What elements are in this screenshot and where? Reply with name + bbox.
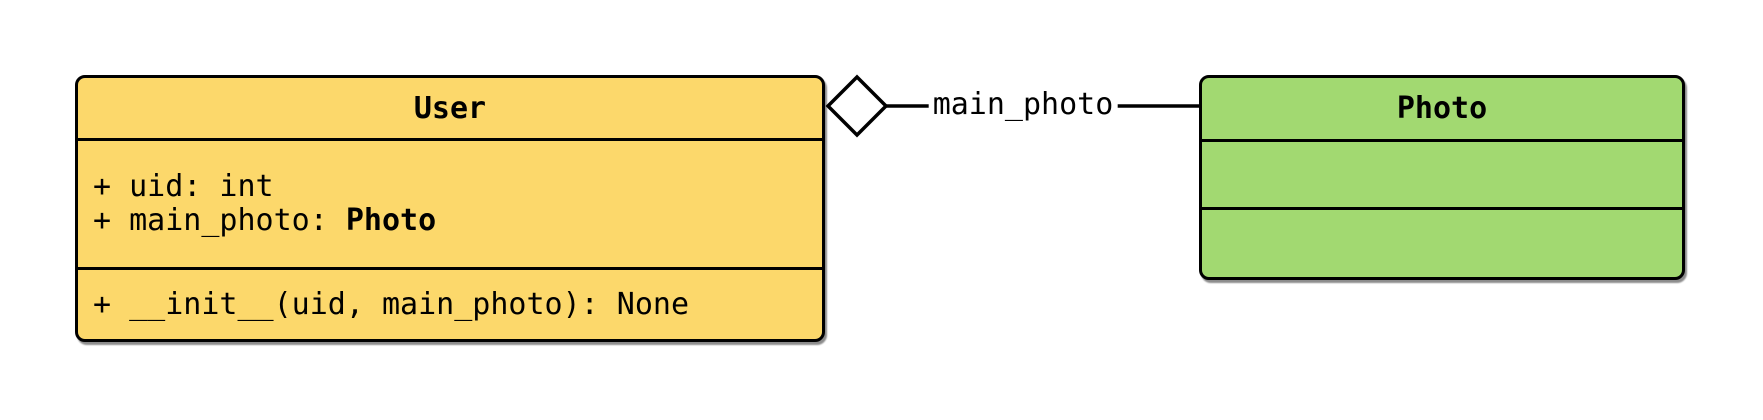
- user-class-title-compartment: User: [78, 78, 822, 138]
- user-class-methods-compartment: + __init__(uid, main_photo): None: [78, 267, 822, 339]
- photo-class-title-compartment: Photo: [1202, 78, 1682, 139]
- photo-class-methods-compartment: [1202, 207, 1682, 277]
- user-class-name: User: [413, 90, 487, 126]
- user-attribute-main-photo-prefix: + main_photo:: [93, 203, 346, 238]
- photo-class-attributes-compartment: [1202, 139, 1682, 207]
- user-attribute-uid: + uid: int: [93, 169, 274, 204]
- user-method-init: + __init__(uid, main_photo): None: [93, 286, 690, 322]
- user-class-attributes-compartment: + uid: int + main_photo: Photo: [78, 138, 822, 267]
- aggregation-diamond-icon: [825, 74, 889, 138]
- user-attribute-main-photo-type: Photo: [345, 203, 437, 238]
- class-box-user: User + uid: int + main_photo: Photo + __…: [75, 75, 825, 342]
- relationship-label: main_photo: [928, 87, 1118, 123]
- user-attribute-main-photo: + main_photo: Photo: [78, 204, 822, 238]
- photo-class-name: Photo: [1396, 91, 1488, 126]
- class-box-photo: Photo: [1199, 75, 1685, 280]
